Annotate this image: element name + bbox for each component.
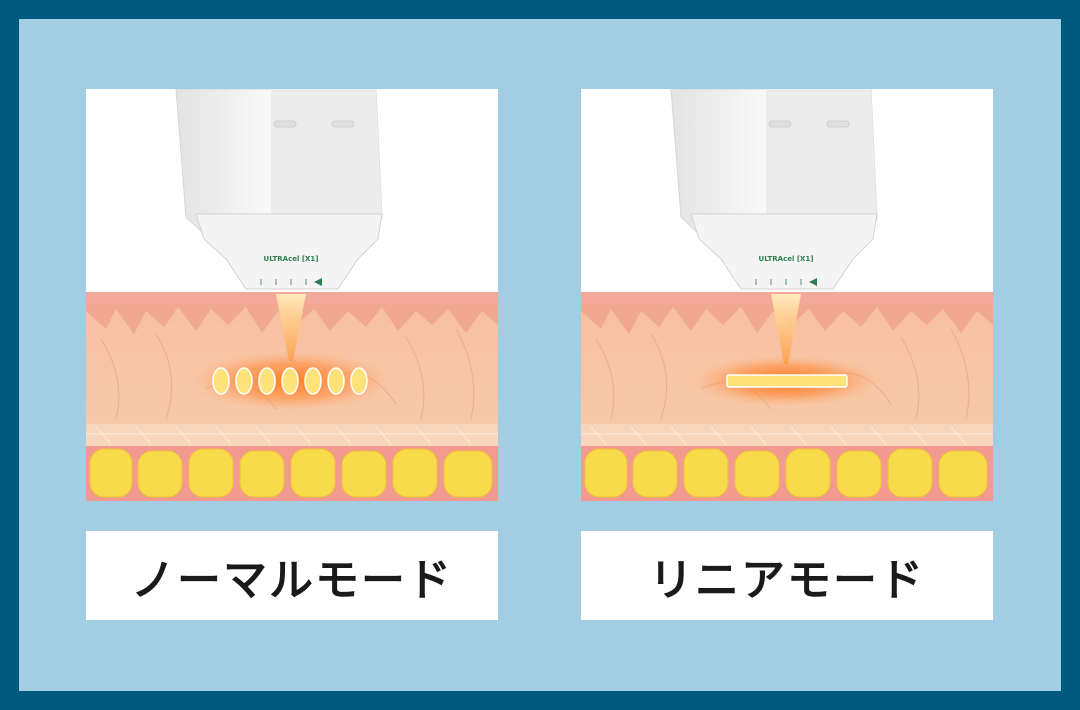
linear-mode-illustration: ULTRAcel [X1]: [581, 89, 993, 501]
energy-beam: [771, 294, 801, 364]
device-handpiece: ULTRAcel [X1]: [175, 89, 383, 290]
device-handpiece: ULTRAcel [X1]: [670, 89, 878, 290]
linear-mode-label: リニアモード: [649, 554, 925, 606]
device-brand-text: ULTRAcel [X1]: [264, 255, 319, 263]
background-panel: ULTRAcel [X1]: [19, 19, 1061, 691]
focal-points: [212, 367, 368, 395]
normal-mode-label: ノーマルモード: [131, 554, 453, 606]
energy-beam: [276, 294, 306, 361]
normal-mode-label-box: ノーマルモード: [86, 531, 498, 620]
normal-mode-illustration: ULTRAcel [X1]: [86, 89, 498, 501]
fat-cells: [584, 448, 988, 498]
linear-focal-line: [726, 374, 848, 388]
device-brand-text: ULTRAcel [X1]: [759, 255, 814, 263]
fat-cells: [89, 448, 493, 498]
linear-mode-label-box: リニアモード: [581, 531, 993, 620]
